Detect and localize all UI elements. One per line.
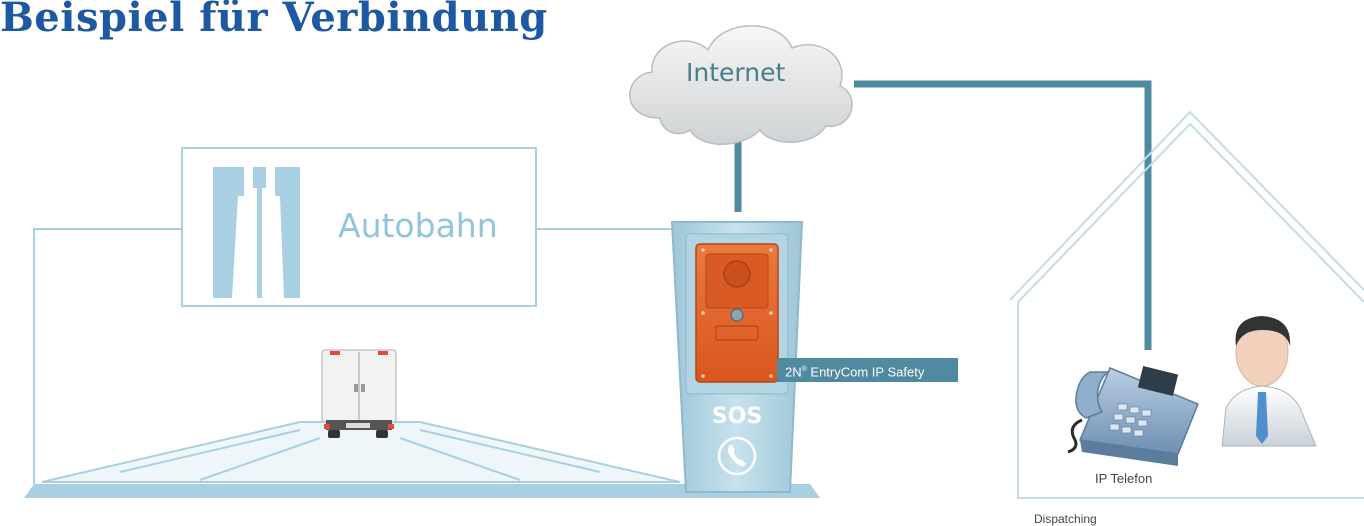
truck-icon xyxy=(321,349,397,438)
connection-lines xyxy=(734,80,1152,350)
camera-icon xyxy=(730,308,744,322)
page-title: Beispiel für Verbindung xyxy=(0,0,548,41)
autobahn-icon xyxy=(213,167,300,298)
device-label-brand: 2N xyxy=(785,364,802,380)
dispatching-building xyxy=(1009,110,1364,499)
phone-handset-icon xyxy=(717,436,757,476)
device-label-name: EntryCom IP Safety xyxy=(806,364,925,380)
entrycom-device xyxy=(695,243,779,383)
road-lane-line xyxy=(199,437,321,481)
phone-handset-glyph xyxy=(728,445,746,467)
cloud-label: Internet xyxy=(686,58,786,87)
road xyxy=(41,421,681,483)
cloud-icon xyxy=(629,25,853,145)
road-lane-line xyxy=(419,429,601,473)
ground-band xyxy=(24,484,820,498)
device-label: 2N® EntryCom IP Safety xyxy=(777,358,958,382)
road-lane-line xyxy=(399,437,521,481)
speaker-icon xyxy=(723,260,751,288)
ip-phone-icon xyxy=(1067,365,1199,466)
autobahn-sign xyxy=(181,147,537,307)
road-lane-line xyxy=(119,429,301,473)
ip-phone-label: IP Telefon xyxy=(1095,471,1153,486)
highway-scene xyxy=(24,228,820,498)
sos-pillar xyxy=(670,221,804,493)
scene-frame-left xyxy=(33,228,182,484)
sos-label: SOS xyxy=(711,404,763,429)
person-icon xyxy=(1221,316,1317,447)
autobahn-label: Autobahn xyxy=(338,206,498,245)
registered-mark: ® xyxy=(801,366,807,373)
cloud-to-phone-line xyxy=(854,80,1152,350)
dispatching-label: Dispatching xyxy=(1034,512,1097,526)
